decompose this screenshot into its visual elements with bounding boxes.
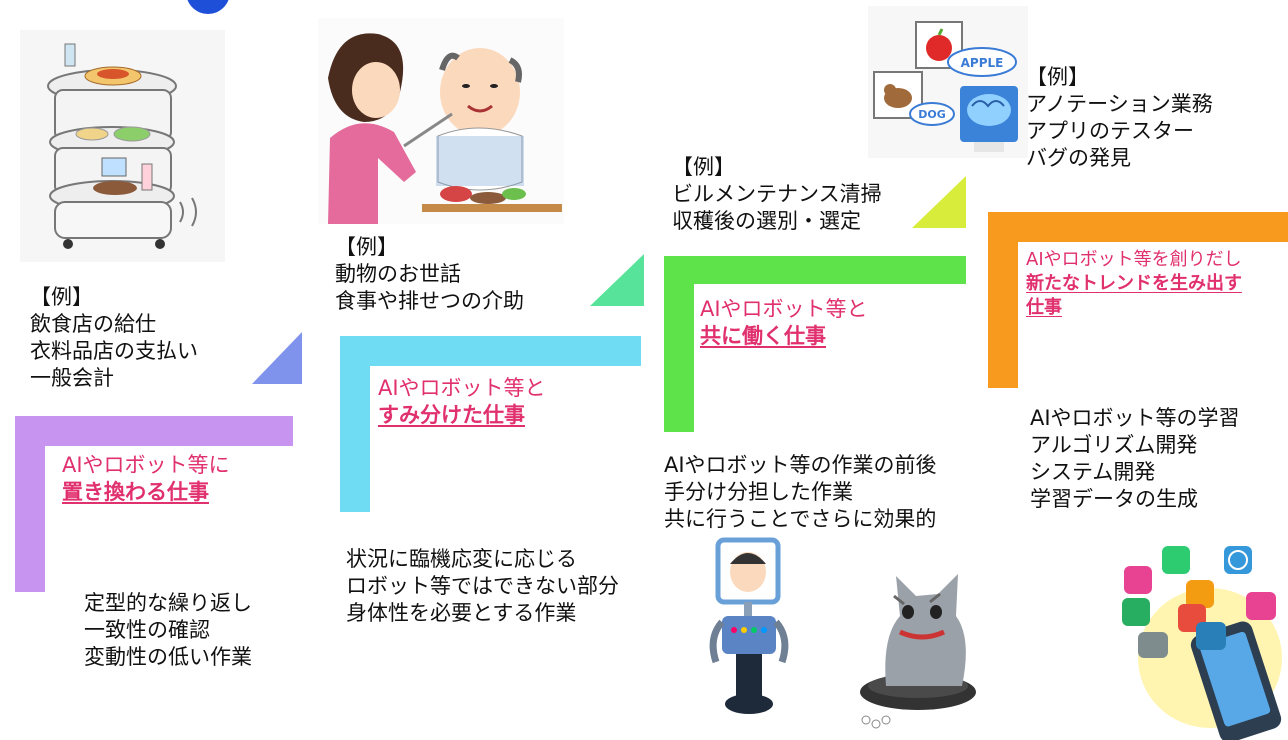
stage-1-feature-item: 変動性の低い作業 xyxy=(84,645,252,669)
stage-4-feature-item: システム開発 xyxy=(1030,460,1156,484)
stage-1-example-item: 一般会計 xyxy=(30,366,114,390)
stage-4-heading-line1: AIやロボット等を創りだし xyxy=(1026,249,1242,270)
stage-3-feature-item: 共に行うことでさらに効果的 xyxy=(664,507,937,531)
stage-1-heading: AIやロボット等に 置き換わる仕事 xyxy=(62,452,230,506)
stage-3-bar-vertical xyxy=(664,256,694,432)
stage-2-example-item: 食事や排せつの介助 xyxy=(335,289,524,313)
stage-4-example-item: バグの発見 xyxy=(1026,146,1131,170)
stage-3-heading-line1: AIやロボット等と xyxy=(700,297,868,321)
stage-1-example-item: 飲食店の給仕 xyxy=(30,312,156,336)
stage-4-example-item: アプリのテスター xyxy=(1026,119,1194,143)
apple-label: APPLE xyxy=(961,56,1004,70)
stage-3-examples: 【例】 ビルメンテナンス清掃 収穫後の選別・選定 xyxy=(672,154,882,235)
stage-2-feature-item: 状況に臨機応変に応じる xyxy=(346,547,577,571)
stage-1-example-tag: 【例】 xyxy=(30,285,93,309)
stage-3-example-item: 収穫後の選別・選定 xyxy=(672,209,861,233)
stage-1-step-triangle xyxy=(252,332,302,384)
stage-4-examples: 【例】 アノテーション業務 アプリのテスター バグの発見 xyxy=(1026,64,1213,172)
stage-4-bar-vertical xyxy=(988,212,1018,388)
stage-1-bar-horizontal xyxy=(15,416,293,446)
stage-1-feature-item: 一致性の確認 xyxy=(84,618,210,642)
stage-2-heading-line2: すみ分けた仕事 xyxy=(378,403,525,427)
stage-4-feature-item: 学習データの生成 xyxy=(1030,487,1198,511)
stage-2-feature-item: 身体性を必要とする作業 xyxy=(346,601,577,625)
stage-3-feature-item: 手分け分担した作業 xyxy=(664,480,853,504)
stage-1-heading-line2: 置き換わる仕事 xyxy=(62,480,209,504)
stage-2-heading-line1: AIやロボット等と xyxy=(378,376,546,400)
stage-3-feature-item: AIやロボット等の作業の前後 xyxy=(664,453,937,477)
stage-2-features: 状況に臨機応変に応じる ロボット等ではできない部分 身体性を必要とする作業 xyxy=(346,546,619,627)
stage-4-heading: AIやロボット等を創りだし 新たなトレンドを生み出す 仕事 xyxy=(1026,248,1242,320)
stage-2-examples: 【例】 動物のお世話 食事や排せつの介助 xyxy=(335,234,524,315)
smartphone-app-icons-icon xyxy=(1122,546,1282,740)
stage-3-bar-horizontal xyxy=(664,256,966,284)
annotation-apple-dog-brain-icon: APPLE DOG xyxy=(868,6,1028,158)
stage-3-step-triangle xyxy=(912,176,966,228)
stage-3-example-item: ビルメンテナンス清掃 xyxy=(672,182,882,206)
stage-4-heading-line2: 新たなトレンドを生み出す xyxy=(1026,273,1242,294)
stage-3-heading-line2: 共に働く仕事 xyxy=(700,324,826,348)
stage-1-heading-line1: AIやロボット等に xyxy=(62,453,230,477)
corner-circle-decoration xyxy=(186,0,230,14)
avatar-robot-and-cat-on-robot-vacuum-icon xyxy=(709,537,976,729)
stage-2-bar-vertical xyxy=(340,336,370,512)
stage-2-feature-item: ロボット等ではできない部分 xyxy=(346,574,619,598)
stage-2-example-item: 動物のお世話 xyxy=(335,262,461,286)
stage-2-heading: AIやロボット等と すみ分けた仕事 xyxy=(378,375,546,429)
stage-4-heading-line3: 仕事 xyxy=(1026,297,1062,318)
stage-4-feature-item: アルゴリズム開発 xyxy=(1030,433,1198,457)
stage-3-features: AIやロボット等の作業の前後 手分け分担した作業 共に行うことでさらに効果的 xyxy=(664,452,937,533)
stage-1-feature-item: 定型的な繰り返し xyxy=(84,591,252,615)
serving-robot-icon xyxy=(20,30,225,262)
stage-4-example-item: アノテーション業務 xyxy=(1026,92,1213,116)
stage-2-example-tag: 【例】 xyxy=(335,235,398,259)
stage-3-example-tag: 【例】 xyxy=(672,155,735,179)
stage-2-bar-horizontal xyxy=(340,336,641,366)
stage-1-bar-vertical xyxy=(15,416,45,592)
caregiver-feeding-elder-icon xyxy=(318,18,564,224)
stage-4-features: AIやロボット等の学習 アルゴリズム開発 システム開発 学習データの生成 xyxy=(1030,405,1240,513)
stage-2-step-triangle xyxy=(590,254,644,306)
stage-1-example-item: 衣料品店の支払い xyxy=(30,339,198,363)
dog-label: DOG xyxy=(918,108,946,121)
stage-4-example-tag: 【例】 xyxy=(1026,65,1089,89)
stage-4-feature-item: AIやロボット等の学習 xyxy=(1030,406,1240,430)
stage-3-heading: AIやロボット等と 共に働く仕事 xyxy=(700,296,868,350)
stage-4-bar-horizontal xyxy=(988,212,1288,242)
stage-1-examples: 【例】 飲食店の給仕 衣料品店の支払い 一般会計 xyxy=(30,284,198,392)
stage-1-features: 定型的な繰り返し 一致性の確認 変動性の低い作業 xyxy=(84,590,252,671)
